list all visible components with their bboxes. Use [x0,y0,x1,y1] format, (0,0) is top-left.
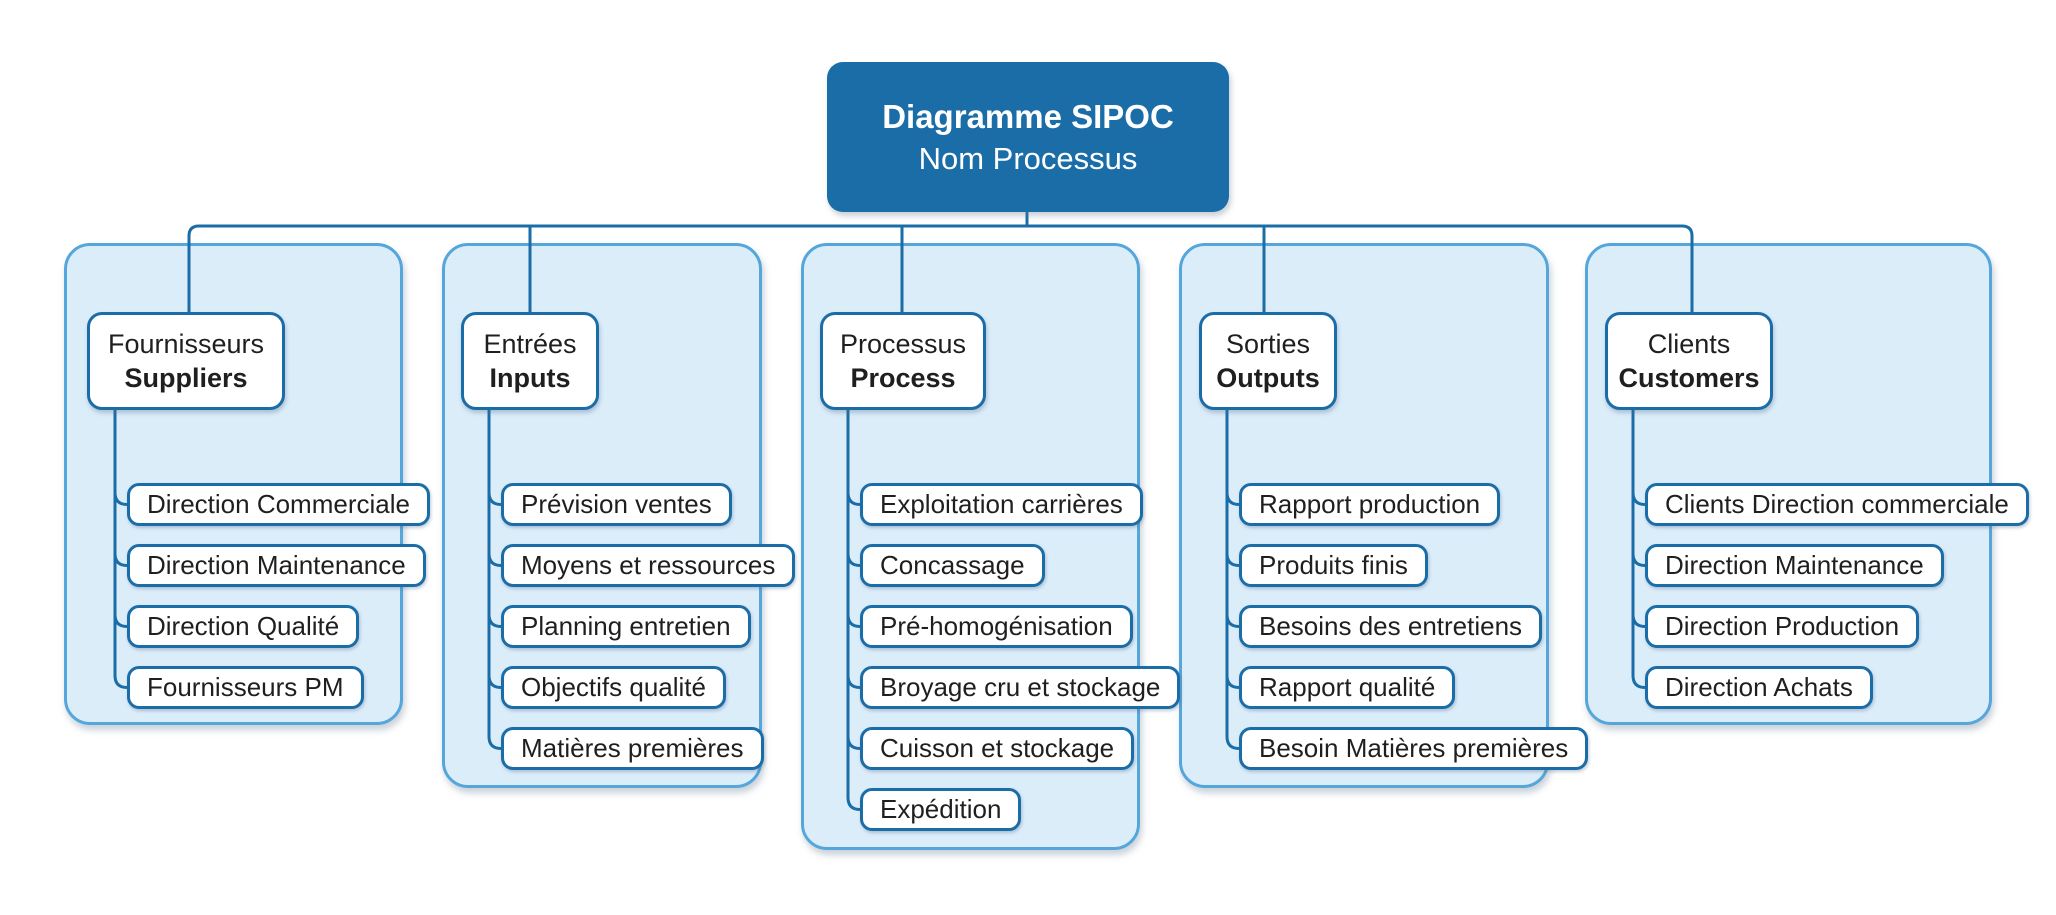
item-label: Clients Direction commerciale [1665,489,2009,519]
item-box: Cuisson et stockage [860,727,1135,770]
item-label: Cuisson et stockage [880,733,1115,763]
diagram-title-node: Diagramme SIPOC Nom Processus [827,62,1229,212]
item-label: Prévision ventes [521,489,712,519]
item-label: Direction Maintenance [1665,550,1924,580]
item-box: Rapport production [1239,483,1501,526]
item-box: Fournisseurs PM [127,666,364,709]
header-inputs: Entrées Inputs [461,312,599,410]
item-box: Rapport qualité [1239,666,1456,709]
diagram-title-subtitle: Nom Processus [918,141,1138,176]
header-customers-en: Customers [1618,363,1760,393]
item-label: Besoins des entretiens [1259,611,1523,641]
header-outputs-fr: Sorties [1225,329,1311,359]
item-label: Rapport production [1259,489,1481,519]
item-box: Objectifs qualité [501,666,726,709]
item-label: Direction Maintenance [147,550,406,580]
header-outputs-en: Outputs [1216,363,1320,393]
item-label: Matières premières [521,733,744,763]
item-box: Planning entretien [501,605,751,648]
item-label: Broyage cru et stockage [880,672,1161,702]
connector-col-suppliers [113,410,128,689]
header-outputs: Sorties Outputs [1199,312,1337,410]
header-customers: Clients Customers [1605,312,1773,410]
header-process-en: Process [850,363,956,393]
diagram-title-main: Diagramme SIPOC [882,98,1174,135]
item-box: Exploitation carrières [860,483,1143,526]
item-box: Direction Maintenance [1645,544,1944,587]
item-box: Matières premières [501,727,764,770]
item-label: Direction Commerciale [147,489,410,519]
item-box: Clients Direction commerciale [1645,483,2029,526]
header-inputs-fr: Entrées [483,329,577,359]
item-label: Direction Qualité [147,611,340,641]
item-box: Produits finis [1239,544,1428,587]
item-label: Exploitation carrières [880,489,1123,519]
item-label: Planning entretien [521,611,731,641]
item-box: Prévision ventes [501,483,732,526]
item-box: Direction Achats [1645,666,1873,709]
item-box: Besoins des entretiens [1239,605,1543,648]
connector-col-process [846,410,861,811]
item-label: Objectifs qualité [521,672,706,702]
connector-col-inputs [487,410,502,750]
item-label: Produits finis [1259,550,1408,580]
item-box: Pré-homogénisation [860,605,1133,648]
item-box: Direction Commerciale [127,483,430,526]
connector-col-outputs [1225,410,1240,750]
item-box: Broyage cru et stockage [860,666,1181,709]
item-box: Besoin Matières premières [1239,727,1589,770]
item-box: Moyens et ressources [501,544,796,587]
item-label: Fournisseurs PM [147,672,344,702]
header-customers-fr: Clients [1647,329,1731,359]
item-label: Rapport qualité [1259,672,1436,702]
item-label: Pré-homogénisation [880,611,1113,641]
item-label: Concassage [880,550,1025,580]
item-label: Expédition [880,794,1002,824]
item-box: Concassage [860,544,1045,587]
item-box: Direction Maintenance [127,544,426,587]
item-box: Direction Production [1645,605,1920,648]
connector-col-customers [1631,410,1646,689]
item-box: Direction Qualité [127,605,360,648]
connector-trunk [187,224,1694,312]
item-label: Moyens et ressources [521,550,776,580]
item-label: Besoin Matières premières [1259,733,1569,763]
item-box: Expédition [860,788,1022,831]
item-label: Direction Production [1665,611,1900,641]
header-process-fr: Processus [839,329,967,359]
header-process: Processus Process [820,312,986,410]
item-label: Direction Achats [1665,672,1853,702]
header-suppliers-en: Suppliers [124,363,248,393]
header-suppliers: Fournisseurs Suppliers [87,312,285,410]
header-suppliers-fr: Fournisseurs [107,329,265,359]
header-inputs-en: Inputs [489,363,571,393]
